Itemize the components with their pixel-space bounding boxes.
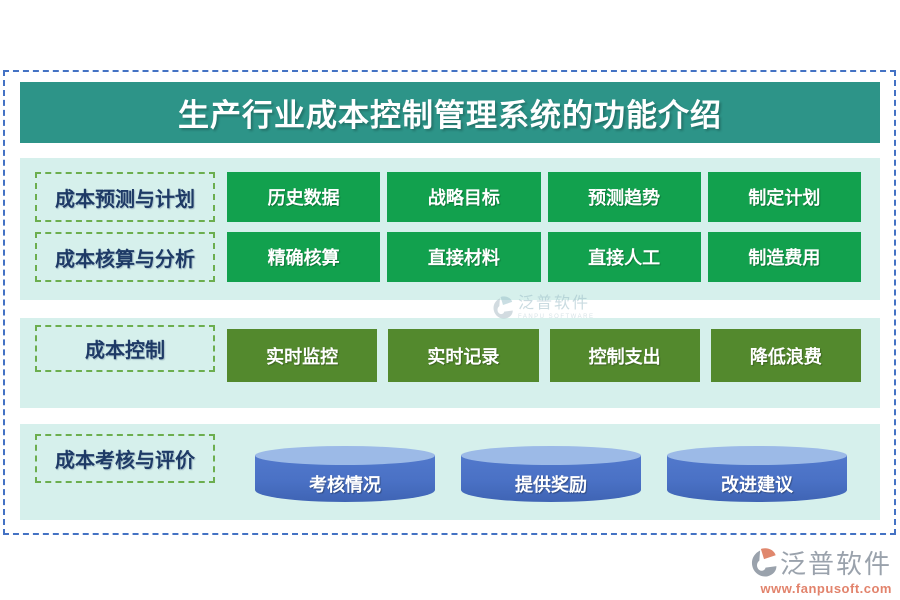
page-title: 生产行业成本控制管理系统的功能介绍 [178,98,722,133]
diagram-title-bar: 生产行业成本控制管理系统的功能介绍 [20,82,880,143]
node-reduce-waste: 降低浪费 [710,329,861,382]
cylinder-group: 考核情况 提供奖励 改进建议 [255,446,847,502]
diagram-dashed-frame [3,70,896,535]
node-make-plan: 制定计划 [707,172,861,222]
section-cost-planning: 成本预测与计划 历史数据 战略目标 预测趋势 制定计划 成本核算与分析 精确核算… [20,158,880,300]
item-group: 历史数据 战略目标 预测趋势 制定计划 [227,172,861,222]
node-control-spending: 控制支出 [549,329,700,382]
row-label-cost-accounting: 成本核算与分析 [35,232,215,282]
fanpu-logo-icon [751,547,777,577]
row-cost-control: 成本控制 实时监控 实时记录 控制支出 降低浪费 [35,325,865,382]
watermark-brand-en: FANPU SOFTWARE [518,314,595,320]
row-label-cost-evaluation: 成本考核与评价 [35,434,215,483]
node-forecast-trend: 预测趋势 [547,172,701,222]
fanpu-watermark-icon [493,296,513,319]
node-direct-labor: 直接人工 [547,232,701,282]
node-accurate-accounting: 精确核算 [227,232,381,282]
item-group: 实时监控 实时记录 控制支出 降低浪费 [227,329,861,382]
cylinder-label: 考核情况 [309,475,381,495]
center-watermark: 泛普软件 FANPU SOFTWARE [492,292,632,324]
node-provide-reward: 提供奖励 [461,446,641,502]
cylinder-top [461,446,641,465]
row-cost-evaluation: 成本考核与评价 [35,434,865,483]
footer-website-link[interactable]: www.fanpusoft.com [760,581,892,596]
row-label-cost-control: 成本控制 [35,325,215,372]
node-realtime-monitor: 实时监控 [227,329,378,382]
node-realtime-record: 实时记录 [388,329,539,382]
row-cost-forecast: 成本预测与计划 历史数据 战略目标 预测趋势 制定计划 [35,172,865,222]
row-cost-accounting: 成本核算与分析 精确核算 直接材料 直接人工 制造费用 [35,232,865,282]
section-cost-evaluation: 成本考核与评价 考核情况 提供奖励 改进建议 [20,424,880,520]
node-improvement-suggestion: 改进建议 [667,446,847,502]
node-manufacturing-cost: 制造费用 [707,232,861,282]
footer-brand: 泛普软件 [779,549,892,579]
watermark-brand: 泛普软件 [518,295,591,312]
cylinder-top [255,446,435,465]
node-direct-material: 直接材料 [387,232,541,282]
cylinder-label: 提供奖励 [515,475,587,495]
item-group: 精确核算 直接材料 直接人工 制造费用 [227,232,861,282]
cylinder-label: 改进建议 [721,475,793,495]
section-cost-control: 成本控制 实时监控 实时记录 控制支出 降低浪费 [20,318,880,408]
node-strategic-goal: 战略目标 [387,172,541,222]
node-assessment-status: 考核情况 [255,446,435,502]
node-history-data: 历史数据 [227,172,381,222]
cylinder-top [667,446,847,465]
row-label-cost-forecast: 成本预测与计划 [35,172,215,222]
footer-logo: 泛普软件 www.fanpusoft.com [742,544,892,596]
